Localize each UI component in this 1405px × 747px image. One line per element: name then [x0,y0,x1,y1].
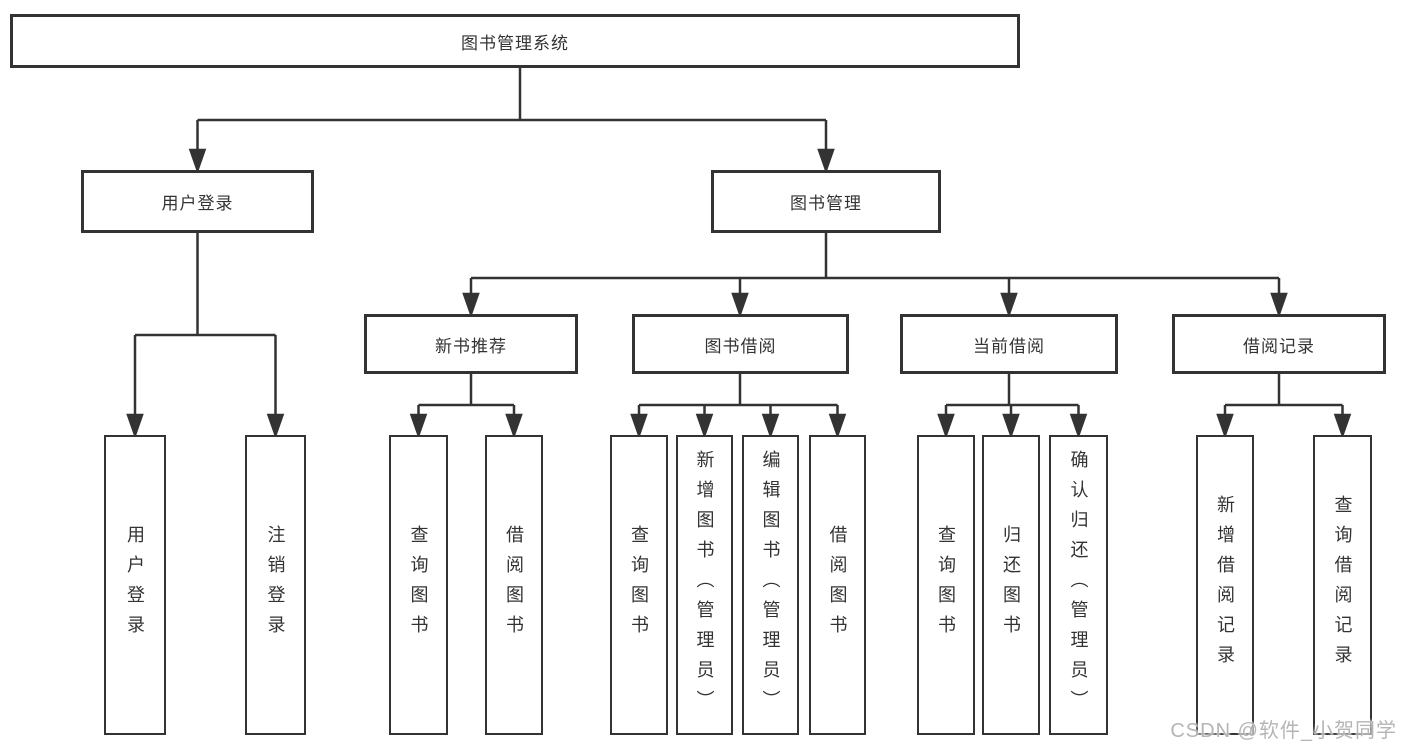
connector-current-to-leaves [937,374,1088,439]
node-current-borrow: 当前借阅 [900,314,1118,374]
node-book-borrow-label: 图书借阅 [704,336,777,356]
leaf-confirm-return-admin: 确认归还（管理员） [1049,435,1108,735]
connector-root-to-level1 [188,68,835,174]
leaf-edit-books-admin-label: 编辑图书（管理员） [760,450,781,720]
leaf-user-login: 用户登录 [104,435,166,735]
node-current-borrow-label: 当前借阅 [973,336,1045,356]
leaf-borrow-books-2: 借阅图书 [809,435,866,735]
node-new-books-label: 新书推荐 [435,336,507,356]
leaf-logout-label: 注销登录 [265,525,286,645]
node-user-login: 用户登录 [81,170,314,233]
node-borrow-records: 借阅记录 [1172,314,1386,374]
leaf-query-books-3-label: 查询图书 [936,525,956,645]
leaf-query-borrow-record: 查询借阅记录 [1313,435,1372,735]
node-new-books: 新书推荐 [364,314,578,374]
node-book-mgmt: 图书管理 [711,170,941,233]
connector-userlogin-to-leaves [126,233,285,439]
node-book-borrow: 图书借阅 [632,314,849,374]
node-root: 图书管理系统 [10,14,1020,68]
leaf-add-borrow-record: 新增借阅记录 [1196,435,1254,735]
csdn-watermark: CSDN @软件_小贺同学 [1170,720,1397,742]
connector-newbooks-to-leaves [409,374,523,439]
leaf-add-borrow-record-label: 新增借阅记录 [1215,495,1235,675]
leaf-query-books-2-label: 查询图书 [629,525,649,645]
leaf-query-books-1: 查询图书 [389,435,448,735]
leaf-query-books-2: 查询图书 [610,435,668,735]
node-root-label: 图书管理系统 [461,33,569,53]
node-user-login-label: 用户登录 [161,194,234,213]
node-book-mgmt-label: 图书管理 [790,194,862,213]
connector-borrow-to-leaves [630,374,847,439]
connector-records-to-leaves [1216,374,1352,439]
leaf-borrow-books-1-label: 借阅图书 [504,525,524,645]
leaf-query-books-3: 查询图书 [917,435,975,735]
leaf-borrow-books-1: 借阅图书 [485,435,543,735]
leaf-add-books-admin-label: 新增图书（管理员） [694,450,715,720]
leaf-user-login-label: 用户登录 [125,525,145,645]
leaf-borrow-books-2-label: 借阅图书 [827,525,848,645]
leaf-return-books: 归还图书 [982,435,1040,735]
leaf-query-borrow-record-label: 查询借阅记录 [1332,495,1353,675]
leaf-edit-books-admin: 编辑图书（管理员） [742,435,799,735]
leaf-add-books-admin: 新增图书（管理员） [676,435,733,735]
node-borrow-records-label: 借阅记录 [1243,336,1315,356]
leaf-return-books-label: 归还图书 [1001,525,1021,645]
leaf-confirm-return-admin-label: 确认归还（管理员） [1068,450,1089,720]
leaf-query-books-1-label: 查询图书 [408,525,429,645]
leaf-logout: 注销登录 [245,435,306,735]
connector-bookmgmt-to-level2 [462,233,1288,318]
